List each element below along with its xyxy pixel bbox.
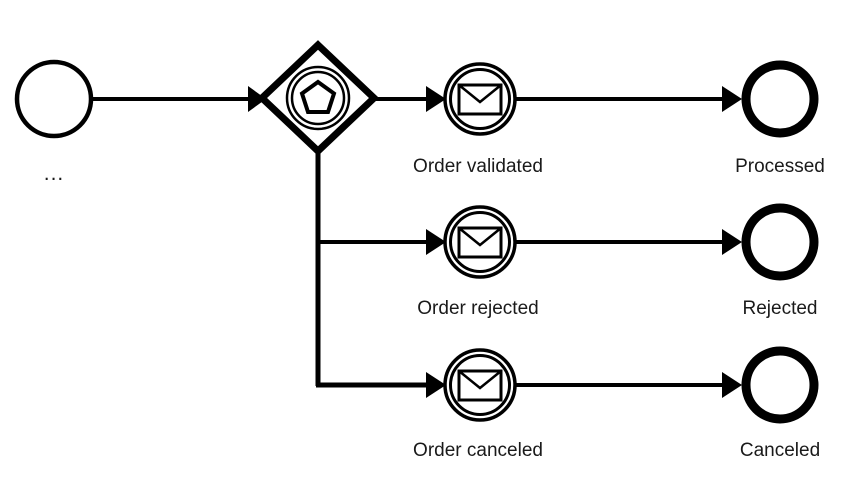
order-canceled-inner-circle	[449, 354, 511, 416]
gateway-diamond-outline	[256, 40, 380, 156]
flow-order-rejected-to-rejected[interactable]	[515, 229, 742, 255]
end-event-processed[interactable]	[741, 60, 819, 138]
flow-gateway-to-order-canceled-arrowhead	[426, 372, 446, 398]
envelope-icon-flap	[458, 84, 502, 104]
continuation-circle[interactable]: ...	[14, 59, 94, 185]
gateway-outer-circle	[285, 65, 351, 131]
envelope-icon	[457, 369, 503, 402]
envelope-icon-body	[457, 226, 503, 259]
flow-gateway-to-order-validated-arrowhead	[426, 86, 446, 112]
end-event-rejected[interactable]	[741, 203, 819, 281]
intermediate-message-event-order-validated[interactable]	[443, 62, 517, 136]
flow-order-canceled-to-canceled[interactable]	[515, 372, 742, 398]
envelope-icon-body	[457, 83, 503, 116]
end-event-processed-outline	[741, 60, 819, 138]
label-canceled: Canceled	[740, 440, 820, 461]
flow-start-to-gateway-arrowhead	[248, 86, 266, 112]
order-rejected-outer-circle	[443, 205, 517, 279]
flow-gateway-to-order-canceled[interactable]	[316, 372, 446, 398]
event-based-gateway[interactable]	[256, 40, 380, 156]
flow-gateway-to-order-rejected-arrowhead	[426, 229, 446, 255]
label-order-rejected: Order rejected	[417, 298, 538, 319]
continuation-circle-label: ...	[44, 162, 65, 185]
end-event-canceled[interactable]	[741, 346, 819, 424]
flow-order-validated-to-processed[interactable]	[515, 86, 742, 112]
order-validated-inner-circle	[449, 68, 511, 130]
label-order-validated: Order validated	[413, 156, 543, 177]
order-canceled-outer-circle	[443, 348, 517, 422]
flow-order-canceled-to-canceled-arrowhead	[722, 372, 742, 398]
envelope-icon-flap	[458, 370, 502, 390]
label-processed: Processed	[735, 156, 825, 177]
flow-gateway-to-order-validated[interactable]	[374, 86, 446, 112]
flow-order-rejected-to-rejected-arrowhead	[722, 229, 742, 255]
flow-gateway-to-order-rejected[interactable]	[316, 229, 446, 255]
order-rejected-inner-circle	[449, 211, 511, 273]
flow-start-to-gateway[interactable]	[91, 86, 266, 112]
intermediate-message-event-order-canceled[interactable]	[443, 348, 517, 422]
envelope-icon	[457, 83, 503, 116]
end-event-canceled-outline	[741, 346, 819, 424]
continuation-circle-outline	[14, 59, 94, 139]
label-rejected: Rejected	[743, 298, 818, 319]
envelope-icon-flap	[458, 227, 502, 247]
label-order-canceled: Order canceled	[413, 440, 543, 461]
order-validated-outer-circle	[443, 62, 517, 136]
end-event-rejected-outline	[741, 203, 819, 281]
envelope-icon-body	[457, 369, 503, 402]
gateway-inner-circle	[290, 70, 346, 126]
gateway-pentagon-icon	[299, 79, 337, 114]
envelope-icon	[457, 226, 503, 259]
intermediate-message-event-order-rejected[interactable]	[443, 205, 517, 279]
flow-order-validated-to-processed-arrowhead	[722, 86, 742, 112]
